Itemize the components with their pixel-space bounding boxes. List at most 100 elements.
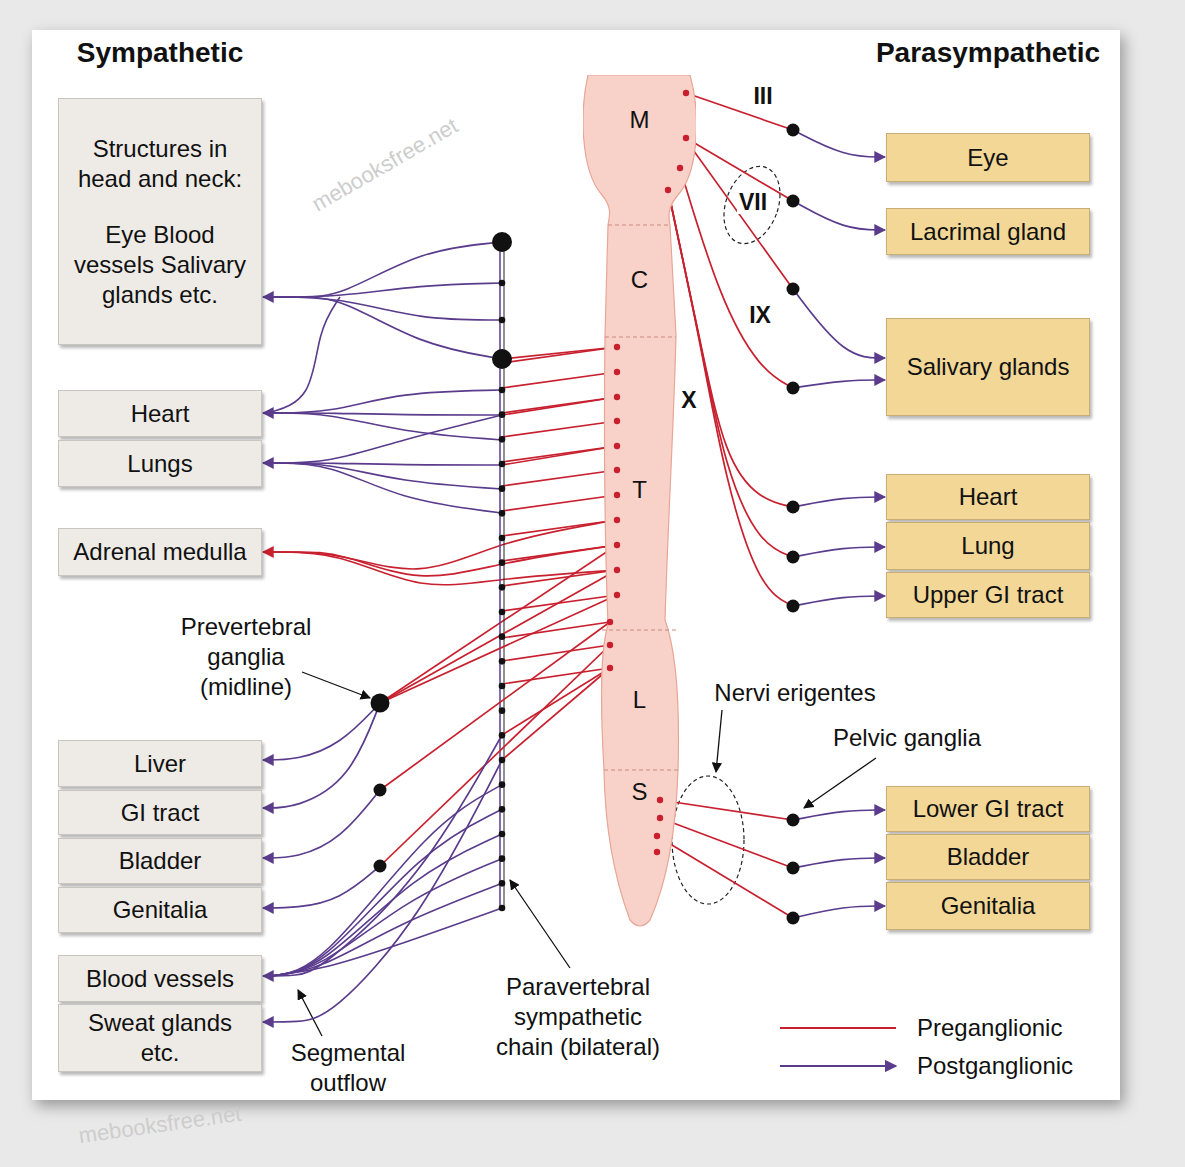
box-label: Eye [893, 143, 1083, 173]
callout-label: Segmental outflow [278, 1038, 418, 1098]
cell-body-dot [614, 567, 620, 573]
postganglionic-fiber [268, 415, 502, 463]
watermark: mebooksfree.net [59, 1096, 261, 1154]
cell-body-dot [657, 797, 663, 803]
preganglionic-fiber [380, 622, 610, 790]
preganglionic-fiber [502, 347, 617, 359]
box-label: Lower GI tract [893, 794, 1083, 824]
box-label: Heart [893, 482, 1083, 512]
leader-line [510, 880, 570, 968]
cell-body-dot [683, 135, 689, 141]
preganglionic-fiber [502, 372, 617, 388]
postganglionic-fiber [793, 380, 885, 388]
preganglionic-fiber [502, 622, 610, 638]
cell-body-dot [614, 394, 620, 400]
box-label: Upper GI tract [893, 580, 1083, 610]
leader-line [716, 710, 722, 772]
nerve-fibers [268, 242, 617, 976]
sympathetic-target-box: Adrenal medulla [58, 528, 262, 576]
segment-letter: S [583, 777, 696, 807]
chain-ganglion [499, 683, 506, 690]
preganglionic-fiber [502, 347, 617, 363]
box-label: Adrenal medulla [65, 537, 255, 567]
cell-body-dot [614, 542, 620, 548]
postganglionic-fiber [263, 413, 502, 415]
spinal-cord: MCTLS [583, 75, 696, 928]
parasympathetic-target-box: Eye [886, 133, 1090, 182]
postganglionic-fiber [793, 497, 885, 507]
sympathetic-target-box: Blood vessels [58, 955, 262, 1002]
box-label: Blood vessels [65, 964, 255, 994]
postganglionic-fiber [263, 760, 502, 1022]
box-label: Bladder [65, 846, 255, 876]
box-label: Heart [65, 399, 255, 429]
postganglionic-fiber [793, 130, 885, 157]
cell-body-dot [614, 592, 620, 598]
chain-ganglion [499, 559, 506, 566]
legend-text: Postganglionic [917, 1051, 1073, 1081]
cell-body-dot [614, 517, 620, 523]
box-label: Bladder [893, 842, 1083, 872]
ganglion-dot [492, 349, 512, 369]
ganglion-dot [787, 283, 800, 296]
chain-ganglion [499, 781, 506, 788]
preganglionic-fiber [660, 800, 793, 820]
chain-ganglion [499, 609, 506, 616]
nerve-pathway [263, 622, 610, 858]
sympathetic-target-box: Sweat glands etc. [58, 1004, 262, 1072]
cranial-nerve-label: III [751, 84, 774, 108]
postganglionic-fiber [263, 866, 380, 908]
postganglionic-fiber [268, 463, 502, 513]
nerve-pathway [263, 545, 617, 576]
cell-body-dot [614, 443, 620, 449]
postganglionic-fiber [793, 547, 885, 557]
preganglionic-fiber [270, 520, 617, 569]
preganglionic-fiber [380, 595, 617, 703]
chain-ganglion [499, 757, 506, 764]
ganglion-dot [787, 600, 800, 613]
nerve-pathway [263, 397, 617, 415]
preganglionic-fiber [668, 190, 793, 557]
nerve-pathway [686, 93, 885, 157]
parasympathetic-target-box: Upper GI tract [886, 572, 1090, 618]
postganglionic-fiber [263, 463, 502, 465]
nerve-pathway [263, 570, 617, 760]
sympathetic-target-box: Liver [58, 740, 262, 787]
chain-ganglion [499, 535, 506, 542]
postganglionic-fiber [270, 883, 502, 976]
callout-label: Paravertebral sympathetic chain (bilater… [493, 972, 663, 1062]
nerve-pathway [668, 190, 885, 606]
section-heading: Sympathetic [30, 38, 290, 68]
group-ellipses [672, 159, 790, 904]
parasympathetic-target-box: Lower GI tract [886, 786, 1090, 832]
sympathetic-target-box: Heart [58, 390, 262, 437]
chain-ganglion [499, 707, 506, 714]
chain-ganglion [499, 633, 506, 640]
ganglion-dot [787, 814, 800, 827]
cell-body-dot [657, 815, 663, 821]
preganglionic-fiber [686, 140, 793, 289]
preganglionic-fiber [502, 470, 617, 486]
preganglionic-fiber [668, 190, 793, 507]
ganglion-dot [787, 124, 800, 137]
cell-body-dot [607, 642, 613, 648]
box-label: Genitalia [65, 895, 255, 925]
ganglion-dot [787, 912, 800, 925]
preganglionic-fiber [686, 93, 793, 130]
postganglionic-fiber [270, 908, 502, 976]
dashed-ellipse [672, 776, 744, 904]
postganglionic-fiber [263, 790, 380, 858]
chain-ganglion [499, 855, 506, 862]
cell-body-dot [614, 492, 620, 498]
chain-ganglion [499, 387, 506, 394]
leader-line [302, 672, 370, 698]
postganglionic-fiber [793, 906, 885, 918]
box-label: Lungs [65, 449, 255, 479]
box-label: GI tract [65, 798, 255, 828]
legend-text: Preganglionic [917, 1013, 1062, 1043]
cell-body-dot [683, 90, 689, 96]
parasympathetic-target-box: Genitalia [886, 882, 1090, 930]
nerve-pathway [263, 595, 617, 808]
postganglionic-fiber [263, 703, 380, 808]
sympathetic-target-box: Lungs [58, 440, 262, 487]
